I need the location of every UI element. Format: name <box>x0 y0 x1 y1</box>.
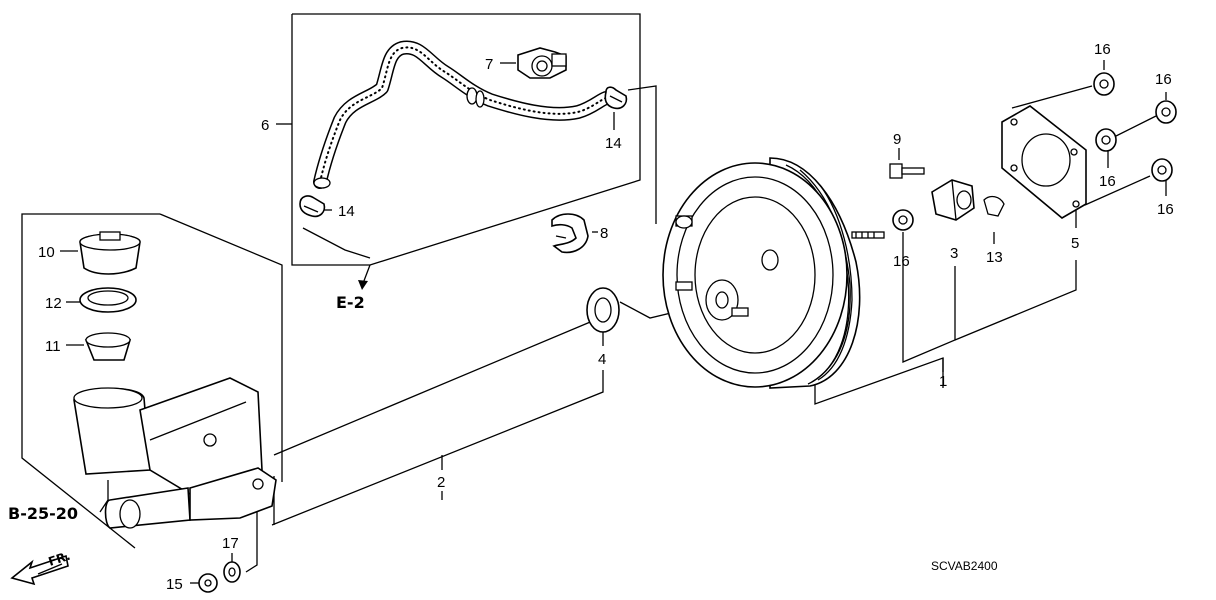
booster-gasket <box>1001 105 1087 219</box>
gasket-nut-right-upper <box>1155 100 1177 124</box>
reservoir-cap <box>79 231 141 275</box>
callout-7: 7 <box>485 56 493 73</box>
hose-clip-upper <box>604 86 628 110</box>
leader-lines <box>60 60 1167 584</box>
mc-washer-17 <box>223 561 241 583</box>
callout-16-middle: 16 <box>1099 173 1116 190</box>
yoke-clip <box>983 195 1005 217</box>
callout-11: 11 <box>45 338 61 355</box>
mc-nut-15 <box>198 573 218 593</box>
callout-13: 13 <box>986 249 1003 266</box>
callout-14-lower: 14 <box>338 203 355 220</box>
reference-arrow <box>358 264 371 290</box>
callout-16-top: 16 <box>1094 41 1111 58</box>
diagram-code: SCVAB2400 <box>931 559 998 573</box>
front-arrow-icon <box>10 554 69 586</box>
reference-fr: FR. <box>47 549 72 569</box>
master-cylinder <box>73 377 277 529</box>
callout-16-right-upper: 16 <box>1155 71 1172 88</box>
reference-e2: E-2 <box>336 293 365 312</box>
master-cylinder-seal <box>586 287 620 333</box>
clevis-yoke <box>931 179 975 221</box>
gasket-nut-middle <box>1095 128 1117 152</box>
callout-16-right-lower: 16 <box>1157 201 1174 218</box>
callout-14-upper: 14 <box>605 135 622 152</box>
callout-5: 5 <box>1071 235 1079 252</box>
callout-9: 9 <box>893 131 901 148</box>
callout-17: 17 <box>222 535 239 552</box>
hose-group-outline <box>291 13 641 266</box>
callout-8: 8 <box>600 225 608 242</box>
callout-1: 1 <box>939 373 947 390</box>
yoke-bolt <box>889 163 925 179</box>
reservoir-seal <box>84 332 132 361</box>
reservoir-filter <box>79 287 137 313</box>
check-valve <box>517 47 567 79</box>
master-cylinder-group-outline <box>21 213 283 549</box>
gasket-nut-top <box>1093 72 1115 96</box>
brake-booster <box>662 157 885 389</box>
callout-15: 15 <box>166 576 183 593</box>
callout-12: 12 <box>45 295 62 312</box>
hose-clamp <box>551 213 589 254</box>
callout-4: 4 <box>598 351 606 368</box>
callout-10: 10 <box>38 244 55 261</box>
callout-3: 3 <box>950 245 958 262</box>
hose-clip-lower <box>299 195 326 218</box>
vacuum-hose <box>313 40 613 189</box>
callout-2: 2 <box>437 474 445 491</box>
reference-b2520: B-25-20 <box>8 504 78 523</box>
booster-nut <box>892 209 914 231</box>
callout-6: 6 <box>261 117 269 134</box>
callout-16-booster: 16 <box>893 253 910 270</box>
gasket-nut-right-lower <box>1151 158 1173 182</box>
